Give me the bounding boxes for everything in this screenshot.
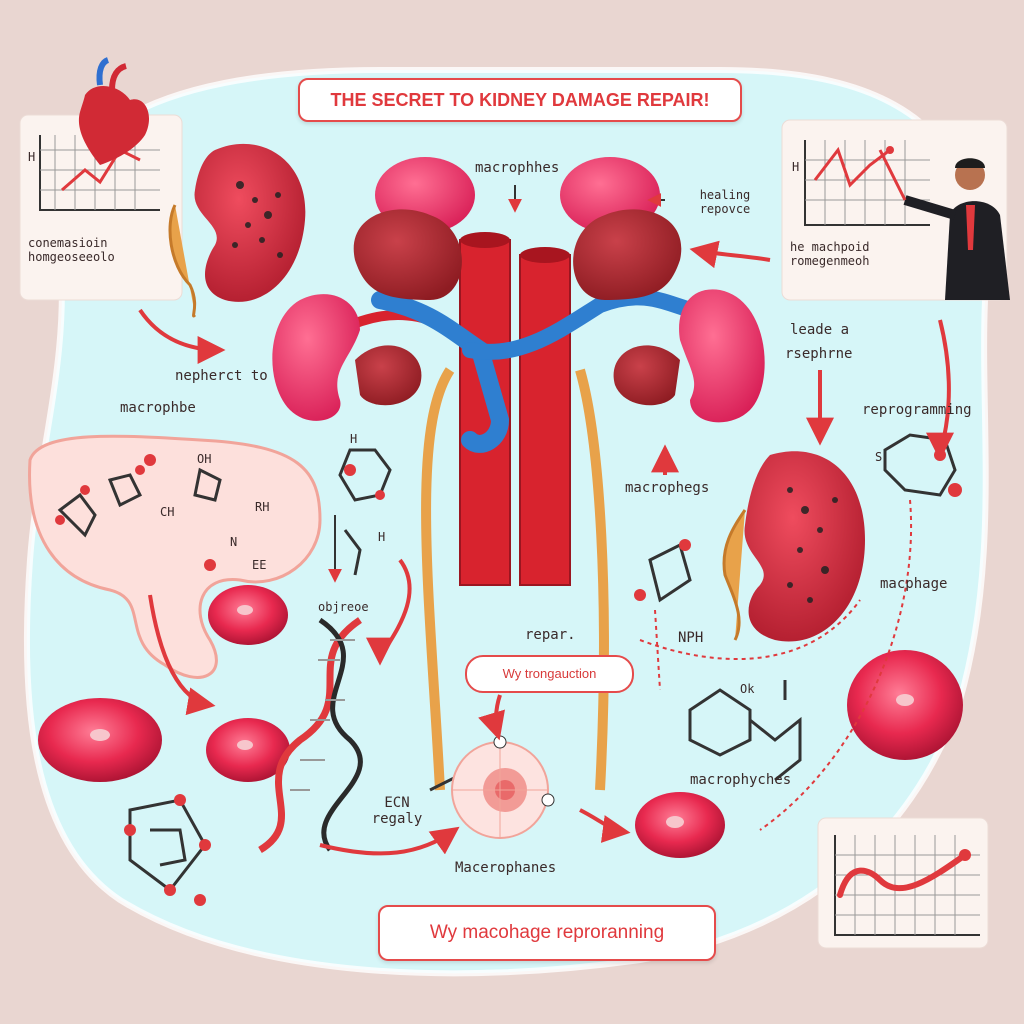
label-macrophages-mid: macrophegs <box>625 480 710 496</box>
top-right-presenter-card <box>781 119 1010 301</box>
bottom-right-graph-card <box>817 817 989 949</box>
dna-helix-icon <box>258 617 363 853</box>
label-left-card: conemasioin homgeoseeolo <box>28 236 115 264</box>
line-graph-icon <box>804 140 930 226</box>
arrow-icon <box>138 240 955 856</box>
red-blood-cell-icon <box>38 585 963 858</box>
label-nephrone: rsephrne <box>785 346 853 362</box>
chem-label-graph-h-left: H <box>28 150 36 164</box>
label-objreoe: objreoe <box>318 600 369 614</box>
page-title: THE SECRET TO KIDNEY DAMAGE REPAIR! <box>298 78 742 122</box>
kidney-icon <box>272 157 765 423</box>
label-macrophage-right: macphage <box>880 576 948 592</box>
aorta-and-vena-cava <box>337 232 705 791</box>
heart-icon <box>78 57 150 165</box>
label-reprogramming: reprogramming <box>862 402 972 418</box>
presenter-icon <box>878 149 1010 300</box>
label-right-card: he machpoid romegenmeoh <box>790 240 870 268</box>
top-left-graph-card <box>19 57 183 301</box>
damaged-kidney-right <box>722 451 865 642</box>
footer-banner: Wy macohage reproranning <box>378 905 716 961</box>
chem-label-oh: OH <box>197 452 212 466</box>
chem-label-h: H <box>350 432 358 446</box>
damaged-kidney-left <box>168 143 306 318</box>
transformation-pill: Wy trongauction <box>465 655 634 693</box>
label-represent-to: nepherct to <box>175 368 268 384</box>
label-ecn-regaly: ECN regaly <box>371 795 423 827</box>
chem-label-graph-h: H <box>792 160 800 174</box>
chem-label-rh: RH <box>255 500 270 514</box>
label-healing-response: healing repovce <box>699 188 751 216</box>
label-nph: NPH <box>678 630 704 646</box>
label-macrophages-top: macrophhes <box>475 160 560 176</box>
chem-label-n: N <box>230 535 238 549</box>
label-repair: repar. <box>525 627 576 643</box>
chem-label-ok: Ok <box>740 682 755 696</box>
label-macrophage-left: macrophbe <box>120 400 196 416</box>
chem-label-s: S <box>875 450 883 464</box>
cell-target-icon <box>451 735 555 839</box>
chem-label-ee: EE <box>252 558 267 572</box>
label-macrophyches: macrophyches <box>690 772 792 788</box>
label-macrophanes: Macerophanes <box>455 860 557 876</box>
label-leads-a: leade a <box>790 322 850 338</box>
chem-label-ch: CH <box>160 505 175 519</box>
chem-label-h2: H <box>378 530 386 544</box>
macrophage-cell-panel <box>28 434 322 679</box>
